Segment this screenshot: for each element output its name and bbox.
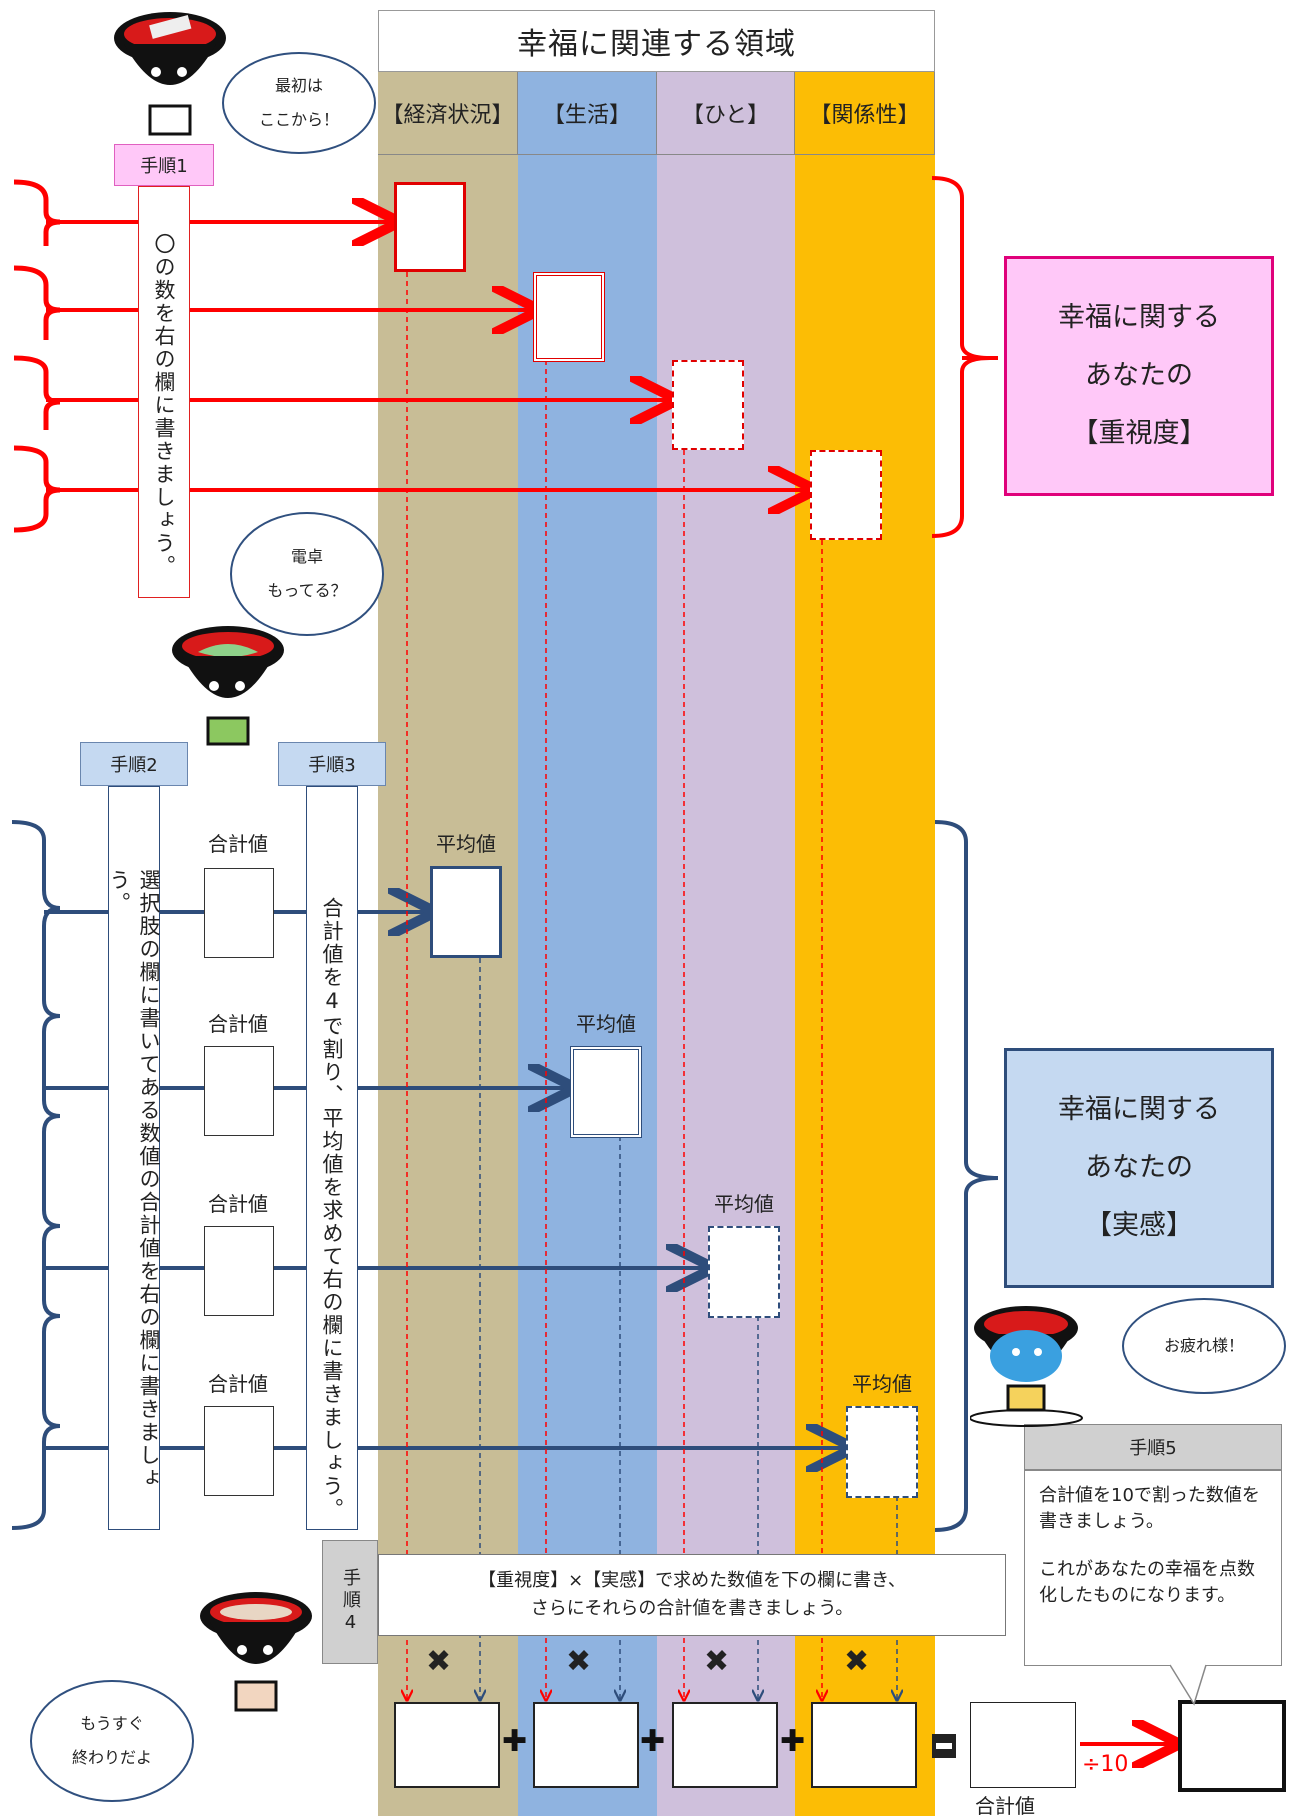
step1-label: 手順1 — [114, 144, 214, 186]
multiply-icon-3: ✖ — [704, 1644, 730, 1679]
importance-relationship-input[interactable] — [810, 450, 882, 540]
importance-people-input[interactable] — [672, 360, 744, 450]
step5-label: 手順5 — [1024, 1424, 1282, 1470]
column-relationship-bg — [795, 72, 935, 1816]
speech-bubble-thanks: お疲れ様！ — [1122, 1298, 1286, 1394]
sum-label-1: 合計値 — [208, 832, 268, 856]
equals-icon — [932, 1734, 956, 1758]
header-economy: 【経済状況】 — [378, 72, 518, 155]
step3-label: 手順3 — [278, 742, 386, 786]
step4-line2: さらにそれらの合計値を書きましょう。 — [530, 1598, 854, 1619]
diagram-title: 幸福に関連する領域 — [378, 10, 935, 72]
sum-input-4[interactable] — [204, 1406, 274, 1496]
step5-instruction: 合計値を10で割った数値を書きましょう。 これがあなたの幸福を点数化したものにな… — [1024, 1470, 1282, 1666]
header-life: 【生活】 — [518, 72, 657, 155]
step4-instruction: 【重視度】×【実感】で求めた数値を下の欄に書き、 さらにそれらの合計値を書きまし… — [378, 1554, 1006, 1636]
bubble-thanks-text: お疲れ様！ — [1163, 1336, 1244, 1355]
mascot-bowl-icon-2 — [172, 626, 284, 746]
step2-label: 手順2 — [80, 742, 188, 786]
product-life-input[interactable] — [533, 1702, 639, 1788]
feeling-line1: 幸福に関する — [1058, 1094, 1220, 1125]
plus-icon-2: ✚ — [640, 1724, 666, 1759]
feeling-box: 幸福に関する あなたの 【実感】 — [1004, 1048, 1274, 1288]
plus-icon-1: ✚ — [502, 1724, 528, 1759]
step2-instruction: 選択肢の欄に書いてある数値の合計値を右の欄に書きましょう。 — [107, 786, 161, 1530]
avg-life-input[interactable] — [570, 1046, 642, 1138]
step1-instruction: 〇の数を右の欄に書きましょう。 — [138, 186, 190, 598]
sum-input-1[interactable] — [204, 868, 274, 958]
importance-line2: あなたの — [1085, 360, 1193, 391]
avg-label-life: 平均値 — [576, 1012, 636, 1036]
sum-label-3: 合計値 — [208, 1192, 268, 1216]
step4-line1: 【重視度】×【実感】で求めた数値を下の欄に書き、 — [478, 1570, 906, 1591]
bubble-almost-line1: もうすぐ — [80, 1714, 144, 1733]
bubble-calculator-line1: 電卓 — [290, 547, 323, 566]
speech-bubble-calculator: 電卓 もってる？ — [230, 512, 384, 636]
avg-label-relationship: 平均値 — [852, 1372, 912, 1396]
multiply-icon-2: ✖ — [566, 1644, 592, 1679]
importance-box: 幸福に関する あなたの 【重視度】 — [1004, 256, 1274, 496]
avg-label-people: 平均値 — [714, 1192, 774, 1216]
bubble-almost-line2: 終わりだよ — [71, 1748, 152, 1767]
step4-label: 手順4 — [322, 1540, 378, 1664]
sum-label-4: 合計値 — [208, 1372, 268, 1396]
header-relationship: 【関係性】 — [795, 72, 935, 155]
final-score-input[interactable] — [1178, 1700, 1286, 1792]
importance-life-input[interactable] — [533, 272, 605, 362]
mascot-bowl-icon-3 — [970, 1306, 1083, 1427]
header-people: 【ひと】 — [657, 72, 795, 155]
step3-instruction: 合計値を4で割り、平均値を求めて右の欄に書きましょう。 — [306, 786, 358, 1530]
product-people-input[interactable] — [672, 1702, 778, 1788]
bubble-calculator-line2: もってる？ — [267, 581, 347, 600]
total-input[interactable] — [970, 1702, 1076, 1788]
feeling-line3: 【実感】 — [1085, 1210, 1193, 1241]
speech-bubble-start: 最初は ここから！ — [222, 52, 376, 154]
avg-economy-input[interactable] — [430, 866, 502, 958]
product-relationship-input[interactable] — [811, 1702, 917, 1788]
importance-line3: 【重視度】 — [1071, 418, 1207, 449]
divide-label: ÷10 — [1082, 1752, 1129, 1777]
importance-economy-input[interactable] — [394, 182, 466, 272]
plus-icon-3: ✚ — [780, 1724, 806, 1759]
bubble-start-line1: 最初は — [274, 76, 323, 95]
mascot-bowl-icon-1 — [114, 12, 226, 136]
mascot-bowl-icon-4 — [200, 1592, 312, 1712]
feeling-line2: あなたの — [1085, 1152, 1193, 1183]
bubble-start-line2: ここから！ — [258, 110, 339, 129]
total-label: 合計値 — [975, 1794, 1035, 1818]
sum-input-2[interactable] — [204, 1046, 274, 1136]
multiply-icon-4: ✖ — [844, 1644, 870, 1679]
avg-label-economy: 平均値 — [436, 832, 496, 856]
importance-line1: 幸福に関する — [1058, 302, 1220, 333]
avg-people-input[interactable] — [708, 1226, 780, 1318]
sum-input-3[interactable] — [204, 1226, 274, 1316]
column-life-bg — [518, 72, 657, 1816]
multiply-icon-1: ✖ — [426, 1644, 452, 1679]
step5-text2: これがあなたの幸福を点数化したものになります。 — [1039, 1559, 1255, 1606]
product-economy-input[interactable] — [394, 1702, 500, 1788]
step5-callout-pointer — [1170, 1664, 1207, 1706]
sum-label-2: 合計値 — [208, 1012, 268, 1036]
avg-relationship-input[interactable] — [846, 1406, 918, 1498]
step5-text1: 合計値を10で割った数値を書きましょう。 — [1039, 1485, 1260, 1532]
speech-bubble-almost-done: もうすぐ 終わりだよ — [30, 1680, 194, 1802]
